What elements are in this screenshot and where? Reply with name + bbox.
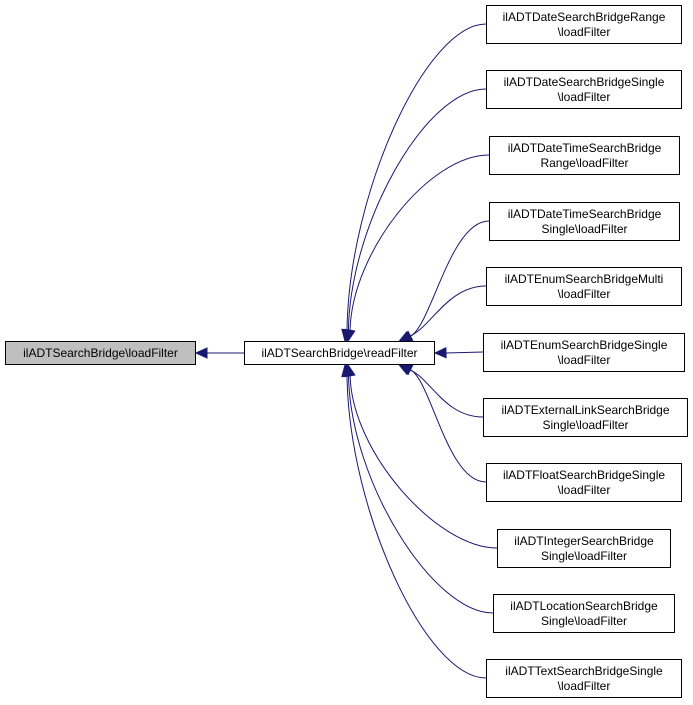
edge-line <box>445 351 484 354</box>
node-caller[interactable]: ilADTDateSearchBridgeRange \loadFilter <box>486 5 682 44</box>
edge-line <box>407 285 487 338</box>
node-caller-line1: ilADTDateTimeSearchBridge <box>507 206 662 221</box>
node-caller-line2: \loadFilter <box>557 89 611 104</box>
node-caller-line2: \loadFilter <box>557 286 611 301</box>
node-caller[interactable]: ilADTEnumSearchBridgeMulti \loadFilter <box>486 267 682 306</box>
node-caller-line1: ilADTEnumSearchBridgeSingle <box>500 337 668 352</box>
edge-arrowhead <box>398 330 413 342</box>
edge-arrowhead <box>194 347 208 359</box>
node-caller-line2: Single\loadFilter <box>540 548 628 563</box>
node-caller-line1: ilADTDateSearchBridgeRange <box>502 9 666 24</box>
edge-line <box>408 220 490 338</box>
edge-line <box>348 375 494 614</box>
node-caller-line1: ilADTLocationSearchBridge <box>510 598 658 613</box>
edge-line <box>408 368 487 483</box>
node-caller-line1: ilADTDateSearchBridgeSingle <box>503 74 665 89</box>
edge-arrowhead <box>433 346 447 359</box>
node-caller[interactable]: ilADTIntegerSearchBridge Single\loadFilt… <box>497 529 671 568</box>
node-caller[interactable]: ilADTDateSearchBridgeSingle \loadFilter <box>486 70 682 109</box>
node-caller-line1: ilADTTextSearchBridgeSingle <box>505 663 663 678</box>
node-caller-line2: \loadFilter <box>557 678 611 693</box>
node-caller-line1: ilADTFloatSearchBridgeSingle <box>502 467 666 482</box>
node-caller[interactable]: ilADTLocationSearchBridge Single\loadFil… <box>493 594 675 633</box>
edge-arrowhead <box>341 363 353 378</box>
node-caller[interactable]: ilADTFloatSearchBridgeSingle \loadFilter <box>486 463 682 502</box>
edge-line <box>407 368 484 418</box>
node-caller-line2: Single\loadFilter <box>540 613 628 628</box>
node-caller-line2: Range\loadFilter <box>540 155 629 170</box>
node-root-label: ilADTSearchBridge\loadFilter <box>23 345 178 360</box>
edge-arrowhead <box>344 328 356 343</box>
edge-line <box>346 375 487 679</box>
node-caller[interactable]: ilADTDateTimeSearchBridge Range\loadFilt… <box>489 136 680 175</box>
node-caller[interactable]: ilADTTextSearchBridgeSingle \loadFilter <box>486 659 682 698</box>
edge-line <box>346 23 487 331</box>
node-caller-line2: \loadFilter <box>557 482 611 497</box>
node-readfilter-label: ilADTSearchBridge\readFilter <box>261 345 418 360</box>
node-caller[interactable]: ilADTEnumSearchBridgeSingle \loadFilter <box>483 333 685 372</box>
node-caller-line2: Single\loadFilter <box>542 417 629 432</box>
edge-line <box>347 88 487 331</box>
edge-arrowhead <box>399 364 414 376</box>
node-caller-line1: ilADTEnumSearchBridgeMulti <box>504 271 664 286</box>
node-caller-line2: \loadFilter <box>557 24 611 39</box>
node-caller-line2: \loadFilter <box>557 352 611 367</box>
edge-line <box>349 375 498 549</box>
edge-line <box>349 154 490 331</box>
node-caller-line2: Single\loadFilter <box>541 221 628 236</box>
node-readfilter[interactable]: ilADTSearchBridge\readFilter <box>244 341 435 365</box>
node-root-loadfilter: ilADTSearchBridge\loadFilter <box>5 341 196 365</box>
node-caller-line1: ilADTExternalLinkSearchBridge <box>501 402 670 417</box>
node-caller-line1: ilADTIntegerSearchBridge <box>514 533 654 548</box>
node-caller[interactable]: ilADTDateTimeSearchBridge Single\loadFil… <box>489 202 680 241</box>
node-caller[interactable]: ilADTExternalLinkSearchBridge Single\loa… <box>483 398 688 437</box>
node-caller-line1: ilADTDateTimeSearchBridge <box>507 140 662 155</box>
